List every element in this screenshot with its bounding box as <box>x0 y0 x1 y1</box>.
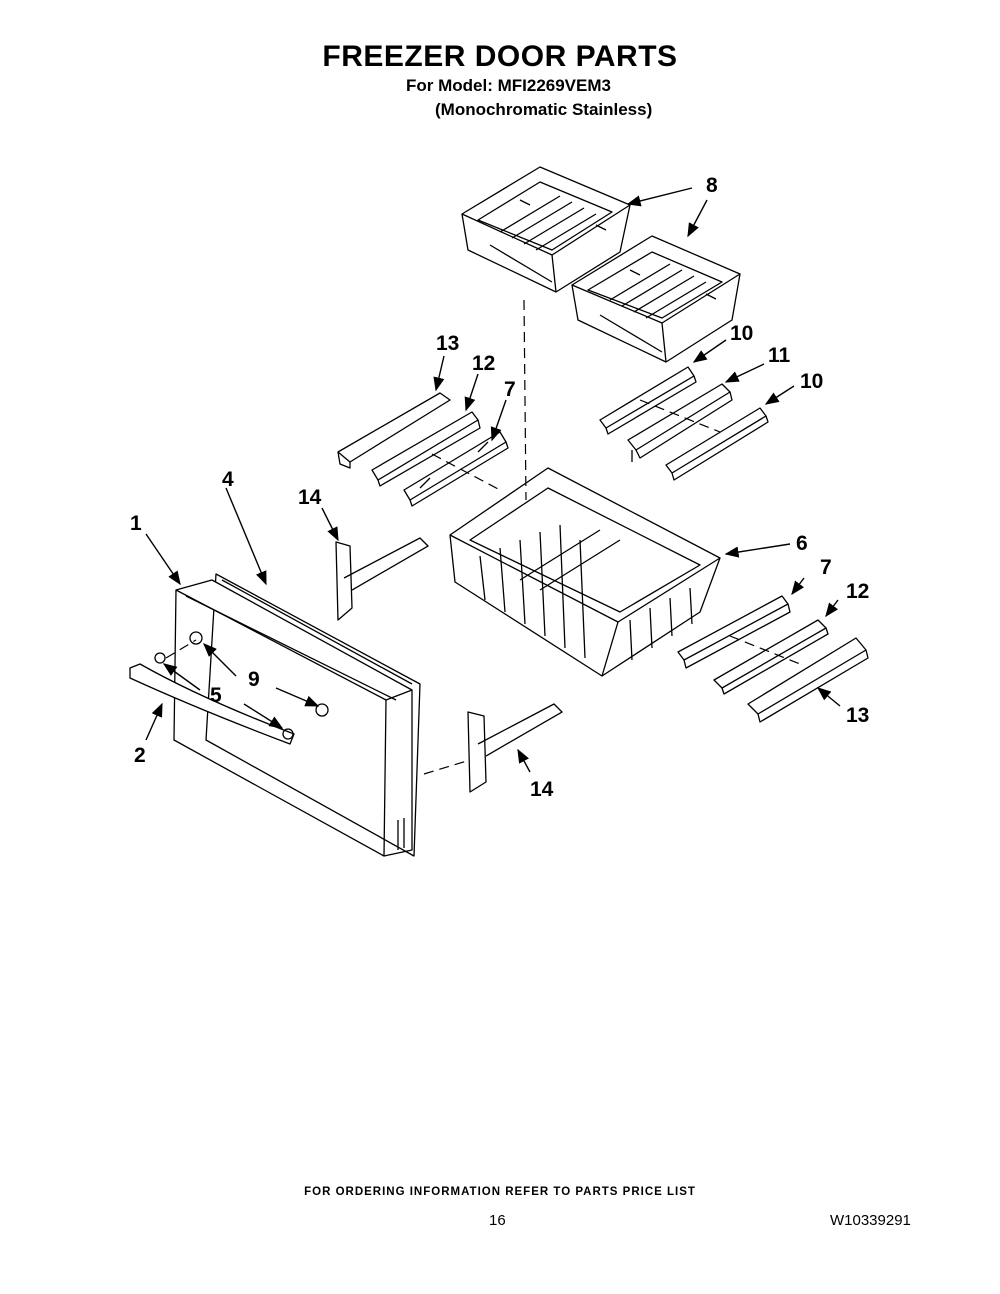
assembly-line <box>165 639 197 659</box>
callout-1: 1 <box>130 512 142 535</box>
leader-arrow <box>692 339 727 363</box>
support-brackets-part-14 <box>335 537 563 793</box>
page-title: FREEZER DOOR PARTS <box>322 40 678 73</box>
callout-12-right: 12 <box>846 580 869 603</box>
lower-basket-part-8 <box>571 235 741 363</box>
variant-line: (Monochromatic Stainless) <box>435 100 653 119</box>
callout-4: 4 <box>222 468 234 491</box>
handle-standoffs-part-9 <box>189 631 329 717</box>
callout-7-right: 7 <box>820 556 832 579</box>
callout-14-lower: 14 <box>530 778 554 801</box>
assembly-line <box>729 635 801 665</box>
leader-arrow <box>145 533 181 586</box>
document-number: W10339291 <box>830 1212 911 1229</box>
leader-arrow <box>243 703 284 729</box>
freezer-door-part-1 <box>173 573 421 857</box>
leader-arrow <box>764 385 795 405</box>
leader-arrow <box>626 187 693 207</box>
callout-10-lower: 10 <box>800 370 823 393</box>
callout-6: 6 <box>796 532 808 555</box>
leader-arrow <box>825 599 839 618</box>
leader-arrow <box>464 373 479 412</box>
left-slide-rails <box>337 392 509 507</box>
callout-5: 5 <box>210 684 222 707</box>
callout-10-upper: 10 <box>730 322 753 345</box>
callout-13-left: 13 <box>436 332 459 355</box>
ordering-note: FOR ORDERING INFORMATION REFER TO PARTS … <box>304 1186 696 1198</box>
callout-7-left: 7 <box>504 378 516 401</box>
leader-arrow <box>225 487 267 586</box>
leader-arrow <box>791 577 805 596</box>
callout-12-left: 12 <box>472 352 495 375</box>
leader-arrow <box>275 687 320 707</box>
door-handle-part-2 <box>129 663 295 745</box>
handle-screws-part-5 <box>154 652 294 740</box>
leader-arrow <box>687 199 708 238</box>
leader-arrow <box>203 643 237 677</box>
leader-arrow <box>724 543 791 558</box>
assembly-line <box>431 453 501 491</box>
right-slide-rails-upper <box>599 366 769 481</box>
right-slide-rails-lower <box>677 595 869 723</box>
leader-arrow <box>724 363 765 383</box>
callout-14-upper: 14 <box>298 486 322 509</box>
page-number: 16 <box>489 1212 506 1229</box>
leader-arrow <box>433 355 445 392</box>
callout-13-right: 13 <box>846 704 869 727</box>
upper-basket-part-8 <box>461 166 631 293</box>
leader-arrow <box>145 702 163 741</box>
leader-arrow <box>162 663 201 691</box>
assembly-line <box>423 759 471 775</box>
callout-11: 11 <box>768 344 791 367</box>
callout-2: 2 <box>134 744 146 767</box>
leader-arrow <box>321 507 339 542</box>
main-freezer-basket-part-6 <box>449 467 721 677</box>
model-line: For Model: MFI2269VEM3 <box>406 76 611 95</box>
leader-arrow <box>517 748 531 773</box>
assembly-line <box>639 399 721 433</box>
leader-arrow <box>490 399 507 442</box>
assembly-line <box>523 299 527 501</box>
callout-8: 8 <box>706 174 718 197</box>
callout-9: 9 <box>248 668 260 691</box>
leader-arrow <box>816 687 841 707</box>
